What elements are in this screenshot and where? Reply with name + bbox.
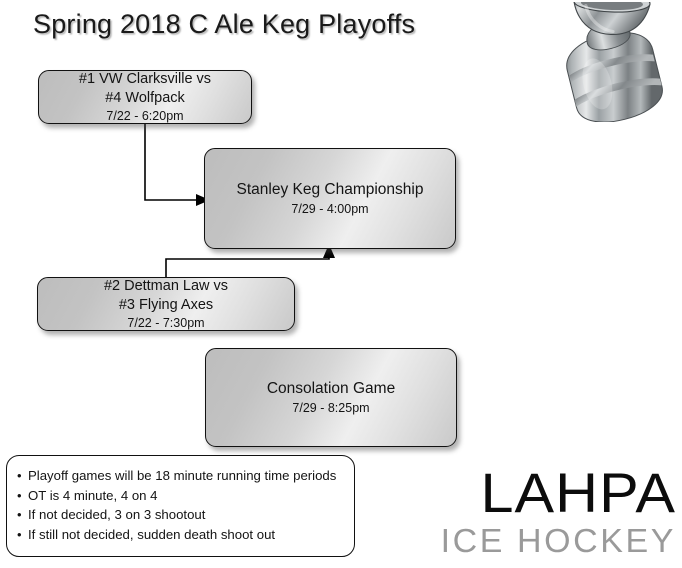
rules-list-item: • If still not decided, sudden death sho…: [17, 525, 354, 545]
rules-item-text: Playoff games will be 18 minute running …: [28, 468, 337, 483]
rules-item-text: If not decided, 3 on 3 shootout: [28, 507, 206, 522]
championship-time: 7/29 - 4:00pm: [291, 201, 369, 216]
bullet-icon: •: [17, 507, 22, 522]
semifinal-2-matchup-line2: #3 Flying Axes: [118, 296, 214, 313]
semifinal-2-time: 7/22 - 7:30pm: [127, 315, 205, 330]
rules-item-text: OT is 4 minute, 4 on 4: [28, 487, 158, 503]
semifinal-2-matchup-line1: #2 Dettman Law vs: [103, 277, 229, 294]
rules-list-item: • Playoff games will be 18 minute runnin…: [17, 466, 354, 486]
bullet-icon: •: [17, 468, 22, 483]
lahpa-logo: LAHPA ICE HOCKEY: [398, 465, 676, 561]
consolation-title: Consolation Game: [266, 379, 396, 397]
bullet-icon: •: [17, 487, 22, 503]
rules-box: • Playoff games will be 18 minute runnin…: [6, 455, 355, 557]
game-box-semifinal-2[interactable]: #2 Dettman Law vs #3 Flying Axes 7/22 - …: [37, 277, 295, 331]
consolation-time: 7/29 - 8:25pm: [292, 400, 370, 415]
game-box-consolation[interactable]: Consolation Game 7/29 - 8:25pm: [205, 348, 457, 447]
semifinal-1-time: 7/22 - 6:20pm: [106, 108, 184, 123]
bullet-icon: •: [17, 526, 22, 542]
connector-semifinal1-to-championship: [144, 124, 210, 206]
game-box-championship[interactable]: Stanley Keg Championship 7/29 - 4:00pm: [204, 148, 456, 249]
rules-item-text: If still not decided, sudden death shoot…: [28, 526, 276, 542]
lahpa-logo-tagline: ICE HOCKEY: [440, 522, 676, 559]
page-title: Spring 2018 C Ale Keg Playoffs: [33, 9, 416, 39]
lahpa-logo-wordmark: LAHPA: [480, 461, 676, 524]
stanley-cup-trophy-icon: [566, 2, 663, 122]
rules-list-item: • If not decided, 3 on 3 shootout: [17, 505, 354, 525]
rules-list-item: • OT is 4 minute, 4 on 4: [17, 486, 354, 506]
rules-list: • Playoff games will be 18 minute runnin…: [17, 466, 354, 544]
semifinal-1-matchup-line1: #1 VW Clarksville vs: [78, 70, 212, 87]
game-box-semifinal-1[interactable]: #1 VW Clarksville vs #4 Wolfpack 7/22 - …: [38, 70, 252, 124]
semifinal-1-matchup-line2: #4 Wolfpack: [105, 89, 185, 106]
championship-title: Stanley Keg Championship: [236, 180, 424, 198]
